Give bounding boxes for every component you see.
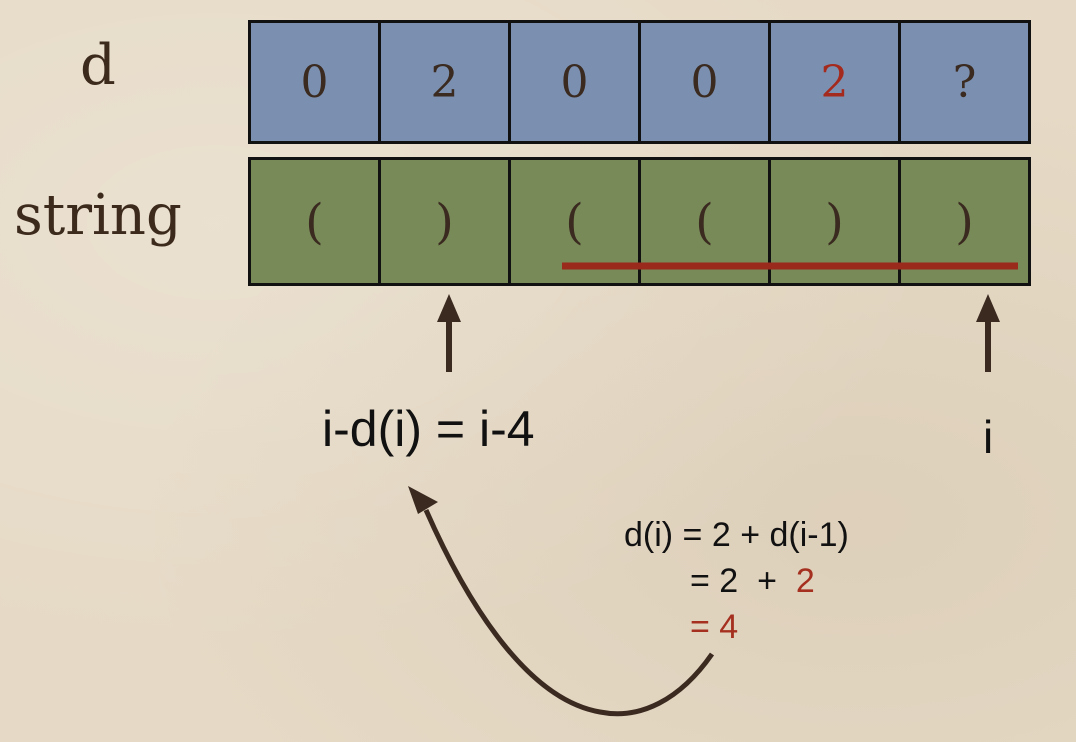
d-array-row: 0 2 0 0 2 ? [248, 20, 1031, 144]
calc-line-1: d(i) = 2 + d(i-1) [624, 516, 849, 554]
row-label-string: string [14, 183, 182, 248]
d-cell: 2 [378, 20, 511, 144]
curved-arrow-icon [408, 486, 715, 717]
calc-line-2-value: 2 [795, 562, 815, 600]
calc-line-2: = 2 + 2 [690, 562, 815, 601]
calc-line-2-prefix: = 2 + [690, 562, 796, 600]
d-cell: 0 [508, 20, 641, 144]
d-cell: 0 [638, 20, 771, 144]
left-index-expression: i-d(i) = i-4 [322, 401, 535, 457]
d-cell-unknown: ? [898, 20, 1031, 144]
calc-line-3-result: = 4 [690, 608, 739, 646]
up-arrow-left-icon [437, 294, 461, 372]
right-index-label: i [983, 411, 994, 463]
d-cell: 0 [248, 20, 381, 144]
row-label-d: d [80, 33, 116, 98]
up-arrow-right-icon [976, 294, 1000, 372]
